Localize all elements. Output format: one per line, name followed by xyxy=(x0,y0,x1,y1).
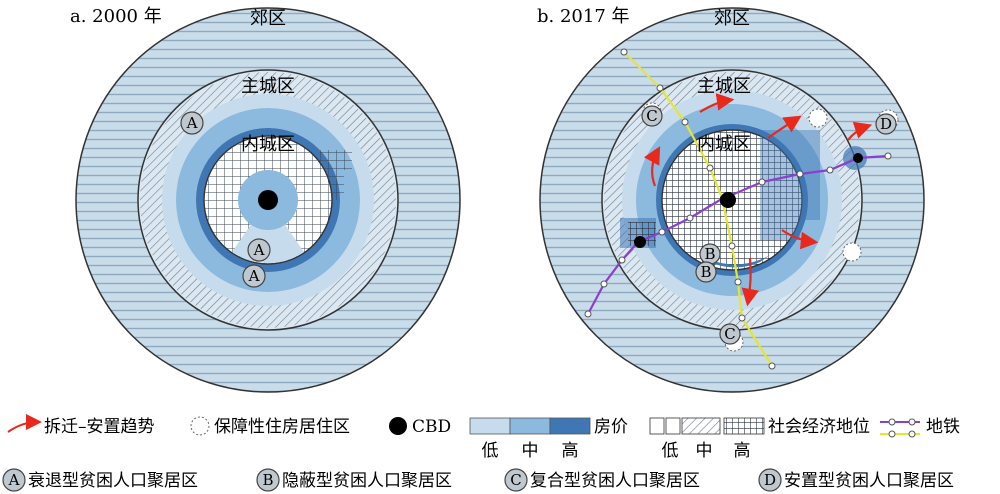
metro-line-purple xyxy=(587,154,889,315)
marker-a-1: A xyxy=(180,111,204,135)
dotted-circle-icon xyxy=(190,416,210,436)
svg-text:中: 中 xyxy=(696,441,713,461)
legend-cbd: CBD xyxy=(389,417,451,437)
svg-text:安置型贫困人口聚居区: 安置型贫困人口聚居区 xyxy=(784,471,954,491)
svg-text:高: 高 xyxy=(562,441,579,461)
svg-text:B: B xyxy=(704,245,715,263)
svg-text:地铁: 地铁 xyxy=(926,417,960,437)
legend: 拆迁–安置趋势 保障性住房居住区 CBD 房价 低 中 高 社会经济地位 低 中… xyxy=(2,414,960,492)
cbd-dot-icon xyxy=(389,417,407,435)
hidden-strip-b xyxy=(700,255,770,268)
panel-a-title: a. 2000 年 xyxy=(70,6,162,27)
marker-a-2: A xyxy=(247,238,271,262)
marker-a-3: A xyxy=(242,264,266,288)
metro-yellow-stations xyxy=(620,48,776,370)
svg-text:C: C xyxy=(724,325,735,343)
diagram-canvas: a. 2000 年 郊区 主城区 内城区 A A A xyxy=(70,6,925,393)
subcenter-dot-west xyxy=(634,236,646,248)
legend-type-b: B 隐蔽型贫困人口聚居区 xyxy=(256,468,452,492)
main-city-label-b: 主城区 xyxy=(697,76,751,97)
relocation-arrows xyxy=(643,93,873,307)
red-arrow-icon xyxy=(7,414,42,433)
svg-text:A: A xyxy=(253,241,265,259)
ses-high-swatch xyxy=(723,417,765,435)
marker-b-d-east: D xyxy=(875,113,897,135)
legend-metro: 地铁 xyxy=(880,417,960,438)
svg-text:高: 高 xyxy=(734,441,751,461)
price-low-swatch xyxy=(469,417,511,435)
metro-purple-stations xyxy=(584,152,892,318)
inner-city-label-a: 内城区 xyxy=(241,134,295,155)
panel-b-title: b. 2017 年 xyxy=(537,6,630,27)
cbd-dot-a xyxy=(258,190,278,210)
suburb-label-b: 郊区 xyxy=(714,8,750,29)
inner-city-label-b: 内城区 xyxy=(697,134,751,155)
marker-b-c-north: C xyxy=(641,105,663,127)
legend-trend: 拆迁–安置趋势 xyxy=(7,414,155,437)
cbd-dot-b xyxy=(720,192,736,208)
svg-text:A: A xyxy=(8,471,20,489)
svg-text:A: A xyxy=(186,114,198,132)
subcenter-dot-east xyxy=(853,153,863,163)
svg-text:衰退型贫困人口聚居区: 衰退型贫困人口聚居区 xyxy=(28,471,198,491)
svg-text:D: D xyxy=(764,471,776,489)
marker-b-b-upper: B xyxy=(699,243,721,265)
suburb-label-a: 郊区 xyxy=(250,8,286,29)
panel-a: a. 2000 年 郊区 主城区 内城区 A A A xyxy=(70,6,461,393)
legend-price: 房价 低 中 高 xyxy=(469,417,628,461)
svg-text:低: 低 xyxy=(662,441,679,461)
marker-b-b-lower: B xyxy=(695,261,717,283)
svg-text:B: B xyxy=(262,471,273,489)
price-high-swatch xyxy=(549,417,591,435)
svg-text:拆迁–安置趋势: 拆迁–安置趋势 xyxy=(44,417,155,437)
svg-text:复合型贫困人口聚居区: 复合型贫困人口聚居区 xyxy=(530,471,700,491)
svg-text:B: B xyxy=(700,263,711,281)
svg-text:C: C xyxy=(510,471,521,489)
svg-text:房价: 房价 xyxy=(594,417,628,437)
svg-text:隐蔽型贫困人口聚居区: 隐蔽型贫困人口聚居区 xyxy=(282,471,452,491)
svg-text:社会经济地位: 社会经济地位 xyxy=(768,417,870,437)
svg-text:D: D xyxy=(880,115,892,133)
svg-text:中: 中 xyxy=(522,441,539,461)
panel-b: b. 2017 年 郊区 主城区 内城区 C D xyxy=(537,6,925,393)
svg-text:CBD: CBD xyxy=(412,417,451,437)
price-mid-swatch xyxy=(509,417,551,435)
legend-affordable: 保障性住房居住区 xyxy=(190,416,350,437)
legend-type-c: C 复合型贫困人口聚居区 xyxy=(504,468,700,492)
main-city-label-a: 主城区 xyxy=(241,76,295,97)
svg-text:A: A xyxy=(248,267,260,285)
legend-type-a: A 衰退型贫困人口聚居区 xyxy=(2,468,198,492)
ses-mid-swatch xyxy=(681,417,721,435)
svg-text:保障性住房居住区: 保障性住房居住区 xyxy=(214,417,350,437)
legend-type-d: D 安置型贫困人口聚居区 xyxy=(758,468,954,492)
svg-text:C: C xyxy=(646,107,657,125)
svg-text:低: 低 xyxy=(482,441,499,461)
marker-b-c-south: C xyxy=(719,323,741,345)
legend-ses: 社会经济地位 低 中 高 xyxy=(649,417,870,461)
